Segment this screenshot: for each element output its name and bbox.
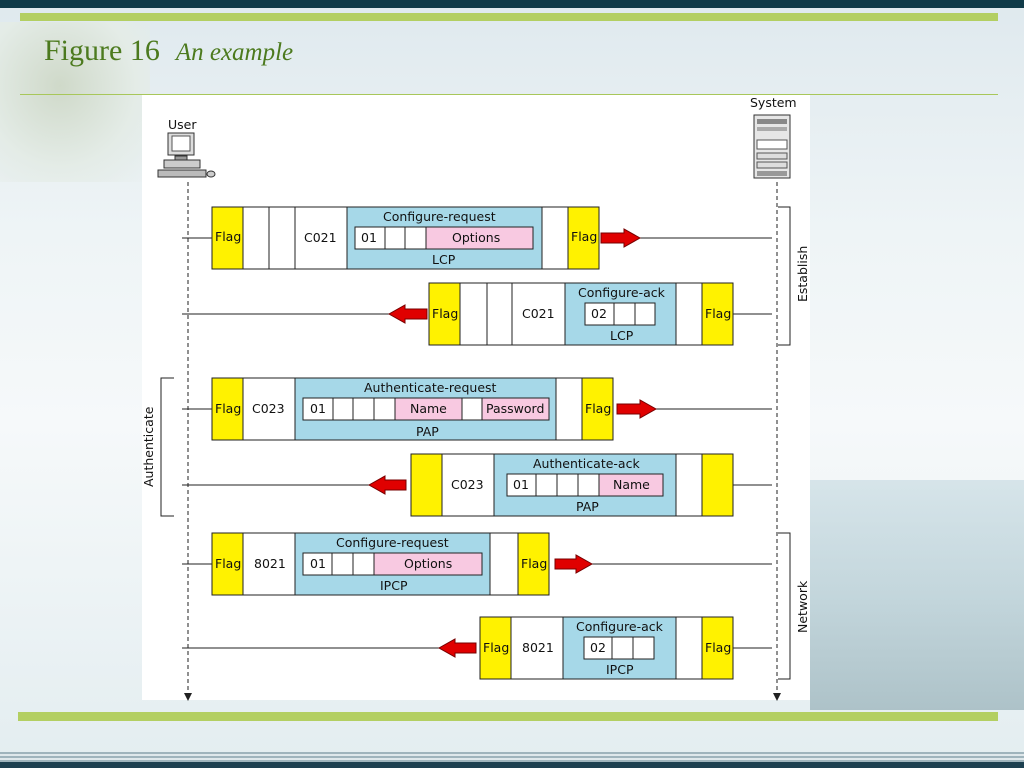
message-type: Configure-ack [578,285,666,300]
protocol-code: C021 [304,230,337,245]
flag-field [701,282,734,346]
options-field: Options [452,230,500,245]
protocol-code: C023 [451,477,484,492]
protocol-name: IPCP [606,662,634,677]
code-field: 01 [361,230,377,245]
protocol-code: C023 [252,401,285,416]
network-bracket [778,532,791,680]
flag-field [211,377,244,441]
protocol-name: PAP [576,499,599,514]
bottom-stripe [18,712,998,721]
authenticate-label: Authenticate [141,406,156,487]
title-rule [20,94,998,95]
code-field: 02 [591,306,607,321]
frame-lcp-configure-request: Flag C021 Configure-request 01 Options L… [182,206,772,270]
authenticate-bracket [160,377,174,517]
top-stripe [20,13,998,21]
arrow-right-icon [616,399,658,419]
network-label: Network [795,580,810,633]
message-type: Configure-ack [576,619,664,634]
arrow-right-icon [600,228,642,248]
system-label: System [750,95,797,110]
top-bar [0,0,1024,8]
code-field: 01 [513,477,529,492]
protocol-code: 8021 [522,640,554,655]
arrow-left-icon [387,304,428,324]
background-photo-right [810,480,1024,710]
flag-field [701,453,734,517]
flag-field [567,206,600,270]
name-field: Name [410,401,447,416]
frame-pap-authenticate-ack: C023 Authenticate-ack 01 Name PAP [182,453,772,517]
establish-bracket [778,206,791,346]
user-label: User [168,117,197,132]
frame-pap-authenticate-request: Flag C023 Authenticate-request 01 Name P… [182,377,772,441]
flag-field [211,206,244,270]
frame-ipcp-configure-request: Flag 8021 Configure-request 01 Options I… [182,532,772,596]
options-field: Options [404,556,452,571]
flag-text: Flag [571,229,597,244]
frame-lcp-configure-ack: Flag C021 Configure-ack 02 LCP Flag [182,282,772,346]
flag-text: Flag [432,306,458,321]
protocol-code: 8021 [254,556,286,571]
title-text: An example [175,39,294,66]
message-type: Configure-request [336,535,449,550]
frame-ipcp-configure-ack: Flag 8021 Configure-ack 02 IPCP Flag [182,616,772,680]
arrow-right-icon [554,554,594,574]
code-field: 02 [590,640,606,655]
flag-text: Flag [705,306,731,321]
slide-title: Figure 16 An example [44,34,293,68]
flag-text: Flag [483,640,509,655]
establish-label: Establish [795,246,810,302]
arrow-left-icon [367,475,407,495]
protocol-name: IPCP [380,578,408,593]
bottom-bar-dark [0,762,1024,768]
title-number: Figure 16 [44,34,160,67]
flag-field [517,532,550,596]
flag-field [410,453,443,517]
message-type: Authenticate-request [364,380,497,395]
flag-text: Flag [215,401,241,416]
message-type: Authenticate-ack [533,456,640,471]
protocol-code: C021 [522,306,555,321]
flag-text: Flag [585,401,611,416]
user-computer-icon [157,132,216,178]
password-field: Password [486,401,544,416]
arrow-left-icon [437,638,477,658]
flag-field [479,616,512,680]
message-type: Configure-request [383,209,496,224]
protocol-name: LCP [432,252,456,267]
flag-field [428,282,461,346]
code-field: 01 [310,401,326,416]
flag-text: Flag [705,640,731,655]
flag-text: Flag [521,556,547,571]
flag-text: Flag [215,556,241,571]
flag-field [211,532,244,596]
flag-field [581,377,614,441]
code-field: 01 [310,556,326,571]
name-field: Name [613,477,650,492]
background-photo-left [0,22,150,182]
protocol-name: LCP [610,328,634,343]
flag-field [701,616,734,680]
system-server-icon [753,114,791,179]
flag-text: Flag [215,229,241,244]
protocol-name: PAP [416,424,439,439]
